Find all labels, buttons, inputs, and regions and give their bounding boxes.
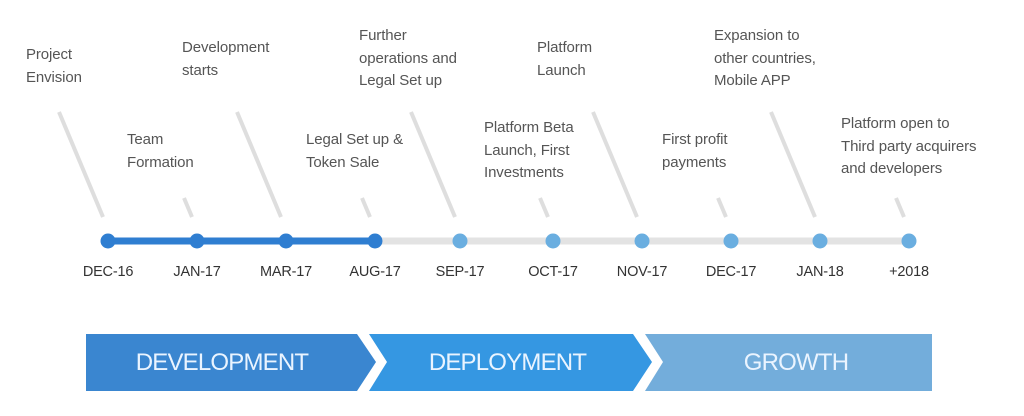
milestone-date: SEP-17 xyxy=(435,264,485,280)
milestone-date: NOV-17 xyxy=(616,264,668,280)
connector-lines xyxy=(57,111,906,218)
milestone-node-upcoming xyxy=(452,233,468,249)
milestone-node-completed xyxy=(100,233,116,249)
connector-line xyxy=(57,111,105,218)
connector-line xyxy=(360,197,372,218)
connector-line xyxy=(769,111,817,218)
phase-label-development: DEVELOPMENT xyxy=(135,349,309,376)
connector-line xyxy=(591,111,639,218)
milestone-node-upcoming xyxy=(723,233,739,249)
phase-development-arrow xyxy=(86,334,376,391)
phase-label-deployment: DEPLOYMENT xyxy=(428,349,587,376)
phase-band xyxy=(86,334,932,391)
milestone-label: Project Envision xyxy=(26,46,82,86)
connector-line xyxy=(538,197,550,218)
connector-line xyxy=(894,197,906,218)
milestone-node-upcoming xyxy=(545,233,561,249)
phase-label-growth: GROWTH xyxy=(743,349,849,376)
milestone-label: Further operations and Legal Set up xyxy=(359,27,457,89)
milestone-label: Expansion to other countries, Mobile APP xyxy=(714,27,816,89)
milestone-label: Team Formation xyxy=(127,131,194,171)
connector-line xyxy=(235,111,283,218)
connector-line xyxy=(716,197,728,218)
milestone-date: JAN-17 xyxy=(173,264,221,280)
milestone-node-upcoming xyxy=(901,233,917,249)
milestone-date: JAN-18 xyxy=(796,264,844,280)
milestone-label: Platform open to Third party acquirers a… xyxy=(841,115,977,177)
milestone-label: First profit payments xyxy=(662,131,728,171)
milestone-label: Legal Set up & Token Sale xyxy=(306,131,404,171)
connector-line xyxy=(182,197,194,218)
connector-line xyxy=(409,111,457,218)
milestone-date: MAR-17 xyxy=(260,264,312,280)
milestone-label: Development starts xyxy=(182,39,270,79)
milestone-date: OCT-17 xyxy=(528,264,578,280)
milestone-date: +2018 xyxy=(889,264,929,280)
milestone-date: DEC-17 xyxy=(705,264,757,280)
milestone-date: DEC-16 xyxy=(82,264,134,280)
milestone-nodes xyxy=(100,233,917,249)
milestone-node-completed xyxy=(189,233,205,249)
milestone-node-upcoming xyxy=(812,233,828,249)
milestone-node-completed xyxy=(278,233,294,249)
phase-growth-arrow xyxy=(645,334,932,391)
phase-deployment-arrow xyxy=(369,334,652,391)
milestone-date: AUG-17 xyxy=(349,264,401,280)
milestone-node-completed xyxy=(367,233,383,249)
milestone-label: Platform Beta Launch, First Investments xyxy=(484,119,574,181)
milestone-node-upcoming xyxy=(634,233,650,249)
milestone-label: Platform Launch xyxy=(537,39,593,79)
